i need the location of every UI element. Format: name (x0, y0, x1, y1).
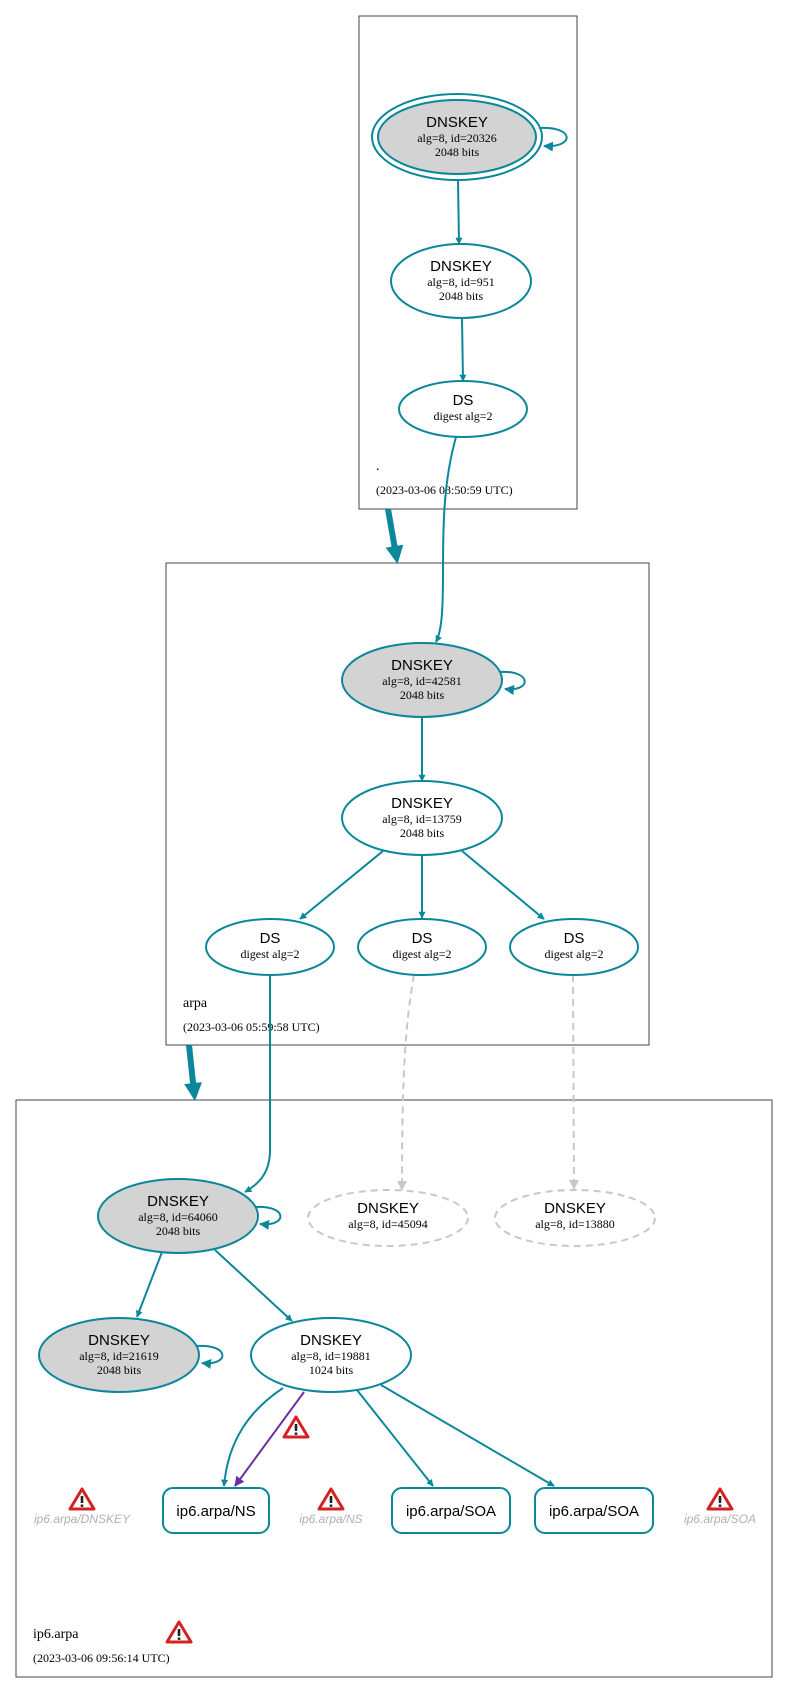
zone-ip6-box (15, 1099, 773, 1678)
edge-root-zsk-to-ds (459, 317, 467, 382)
edge-arpa-zsk-to-ds1 (299, 850, 384, 920)
node-ip6-zsk-line2: 1024 bits (309, 1363, 354, 1377)
warning-dnskey-label: ip6.arpa/DNSKEY (34, 1512, 131, 1526)
edge-arpa-ds2-to-ghost1 (397, 974, 415, 1191)
node-ip6-zsk-type: DNSKEY (300, 1332, 362, 1349)
edge-arpa-ds3-to-ghost2 (568, 974, 579, 1190)
node-arpa-ds2[interactable]: DS digest alg=2 (357, 918, 487, 976)
node-arpa-ds1-type: DS (260, 930, 281, 947)
node-root-ksk-line2: 2048 bits (435, 145, 480, 159)
rrset-ns-label: ip6.arpa/NS (176, 1503, 255, 1520)
zone-root-name: . (376, 459, 380, 474)
edge-ip6-zsk-to-ns-invalid (234, 1391, 305, 1487)
node-ip6-key2-type: DNSKEY (88, 1332, 150, 1349)
edge-ip6-ksk-to-zsk (214, 1249, 293, 1322)
node-arpa-ksk-type: DNSKEY (391, 657, 453, 674)
node-ip6-ghost1-line1: alg=8, id=45094 (348, 1217, 428, 1231)
node-arpa-zsk-line2: 2048 bits (400, 826, 445, 840)
edge-arpa-zsk-to-ds3 (461, 850, 545, 920)
node-ip6-ghost2-line1: alg=8, id=13880 (535, 1217, 615, 1231)
node-ip6-ksk[interactable]: DNSKEY alg=8, id=64060 2048 bits (97, 1178, 259, 1254)
edge-ip6-ksk-to-key2 (135, 1251, 163, 1318)
node-root-ds-line1: digest alg=2 (433, 409, 492, 423)
self-loop-ip6-ksk (254, 1205, 282, 1230)
node-ip6-zsk[interactable]: DNSKEY alg=8, id=19881 1024 bits (250, 1317, 412, 1393)
rrset-soa-2[interactable]: ip6.arpa/SOA (534, 1487, 654, 1534)
warning-dnskey[interactable]: ip6.arpa/DNSKEY (34, 1487, 131, 1526)
node-ip6-key2[interactable]: DNSKEY alg=8, id=21619 2048 bits (38, 1317, 200, 1393)
node-root-ksk-type: DNSKEY (426, 114, 488, 131)
node-root-ds-type: DS (453, 392, 474, 409)
node-arpa-ds3-line1: digest alg=2 (544, 947, 603, 961)
self-loop-ip6-key2 (196, 1344, 224, 1369)
zone-ip6-timestamp: (2023-03-06 09:56:14 UTC) (33, 1651, 170, 1665)
node-root-zsk-line1: alg=8, id=951 (427, 275, 495, 289)
node-arpa-ds3-type: DS (564, 930, 585, 947)
rrset-soa-2-label: ip6.arpa/SOA (549, 1503, 639, 1520)
node-ip6-key2-line2: 2048 bits (97, 1363, 142, 1377)
node-ip6-ksk-line2: 2048 bits (156, 1224, 201, 1238)
node-arpa-ds1-line1: digest alg=2 (240, 947, 299, 961)
node-arpa-ksk-line2: 2048 bits (400, 688, 445, 702)
node-arpa-ds1[interactable]: DS digest alg=2 (205, 918, 335, 976)
rrset-soa-1-label: ip6.arpa/SOA (406, 1503, 496, 1520)
zone-ip6-warning-icon[interactable] (165, 1620, 193, 1644)
node-ip6-key2-line1: alg=8, id=21619 (79, 1349, 159, 1363)
edge-ip6-zsk-to-soa1 (356, 1389, 434, 1487)
rrset-soa-1[interactable]: ip6.arpa/SOA (391, 1487, 511, 1534)
warning-icon (317, 1487, 345, 1511)
warning-ns[interactable]: ip6.arpa/NS (299, 1487, 363, 1526)
zone-ip6-name: ip6.arpa (33, 1627, 79, 1642)
self-loop-root-ksk (538, 126, 568, 152)
zone-arpa-box (165, 562, 650, 1046)
node-root-zsk[interactable]: DNSKEY alg=8, id=951 2048 bits (390, 243, 532, 319)
node-arpa-zsk[interactable]: DNSKEY alg=8, id=13759 2048 bits (341, 780, 503, 856)
edge-root-ds-to-arpa-ksk (435, 436, 457, 643)
node-ip6-ghost2-type: DNSKEY (544, 1200, 606, 1217)
node-root-zsk-line2: 2048 bits (439, 289, 484, 303)
warning-soa-label: ip6.arpa/SOA (684, 1512, 756, 1526)
node-arpa-ds3[interactable]: DS digest alg=2 (509, 918, 639, 976)
warning-icon[interactable] (282, 1415, 310, 1439)
warning-ns-label: ip6.arpa/NS (299, 1512, 362, 1526)
zone-root-timestamp: (2023-03-06 03:50:59 UTC) (376, 483, 513, 497)
node-ip6-zsk-line1: alg=8, id=19881 (291, 1349, 371, 1363)
edge-root-ksk-to-zsk (455, 179, 463, 245)
node-ip6-ksk-line1: alg=8, id=64060 (138, 1210, 218, 1224)
node-arpa-ds2-type: DS (412, 930, 433, 947)
node-root-ds[interactable]: DS digest alg=2 (398, 380, 528, 438)
edge-arpa-ds1-to-ip6-ksk (244, 975, 272, 1193)
rrset-ns[interactable]: ip6.arpa/NS (162, 1487, 270, 1534)
warning-soa[interactable]: ip6.arpa/SOA (684, 1487, 756, 1526)
node-arpa-zsk-line1: alg=8, id=13759 (382, 812, 462, 826)
self-loop-arpa-ksk (499, 670, 526, 695)
delegation-arpa-to-ip6 (184, 1044, 202, 1101)
node-arpa-ds2-line1: digest alg=2 (392, 947, 451, 961)
node-ip6-ghost1-type: DNSKEY (357, 1200, 419, 1217)
zone-arpa-timestamp: (2023-03-06 05:59:58 UTC) (183, 1020, 320, 1034)
warning-icon (68, 1487, 96, 1511)
zone-root-box (358, 15, 578, 510)
node-root-zsk-type: DNSKEY (430, 258, 492, 275)
node-ip6-ghost2[interactable]: DNSKEY alg=8, id=13880 (494, 1189, 656, 1247)
edge-ip6-zsk-to-soa2 (380, 1384, 555, 1487)
node-root-ksk-line1: alg=8, id=20326 (417, 131, 497, 145)
zone-arpa-name: arpa (183, 996, 208, 1011)
node-root-ksk[interactable]: DNSKEY alg=8, id=20326 2048 bits (371, 93, 543, 181)
warning-icon (706, 1487, 734, 1511)
delegation-root-to-arpa (385, 508, 404, 564)
node-ip6-ghost1[interactable]: DNSKEY alg=8, id=45094 (307, 1189, 469, 1247)
node-arpa-zsk-type: DNSKEY (391, 795, 453, 812)
node-ip6-ksk-type: DNSKEY (147, 1193, 209, 1210)
node-arpa-ksk[interactable]: DNSKEY alg=8, id=42581 2048 bits (341, 642, 503, 718)
node-arpa-ksk-line1: alg=8, id=42581 (382, 674, 462, 688)
edge-ip6-zsk-to-ns (221, 1387, 284, 1487)
